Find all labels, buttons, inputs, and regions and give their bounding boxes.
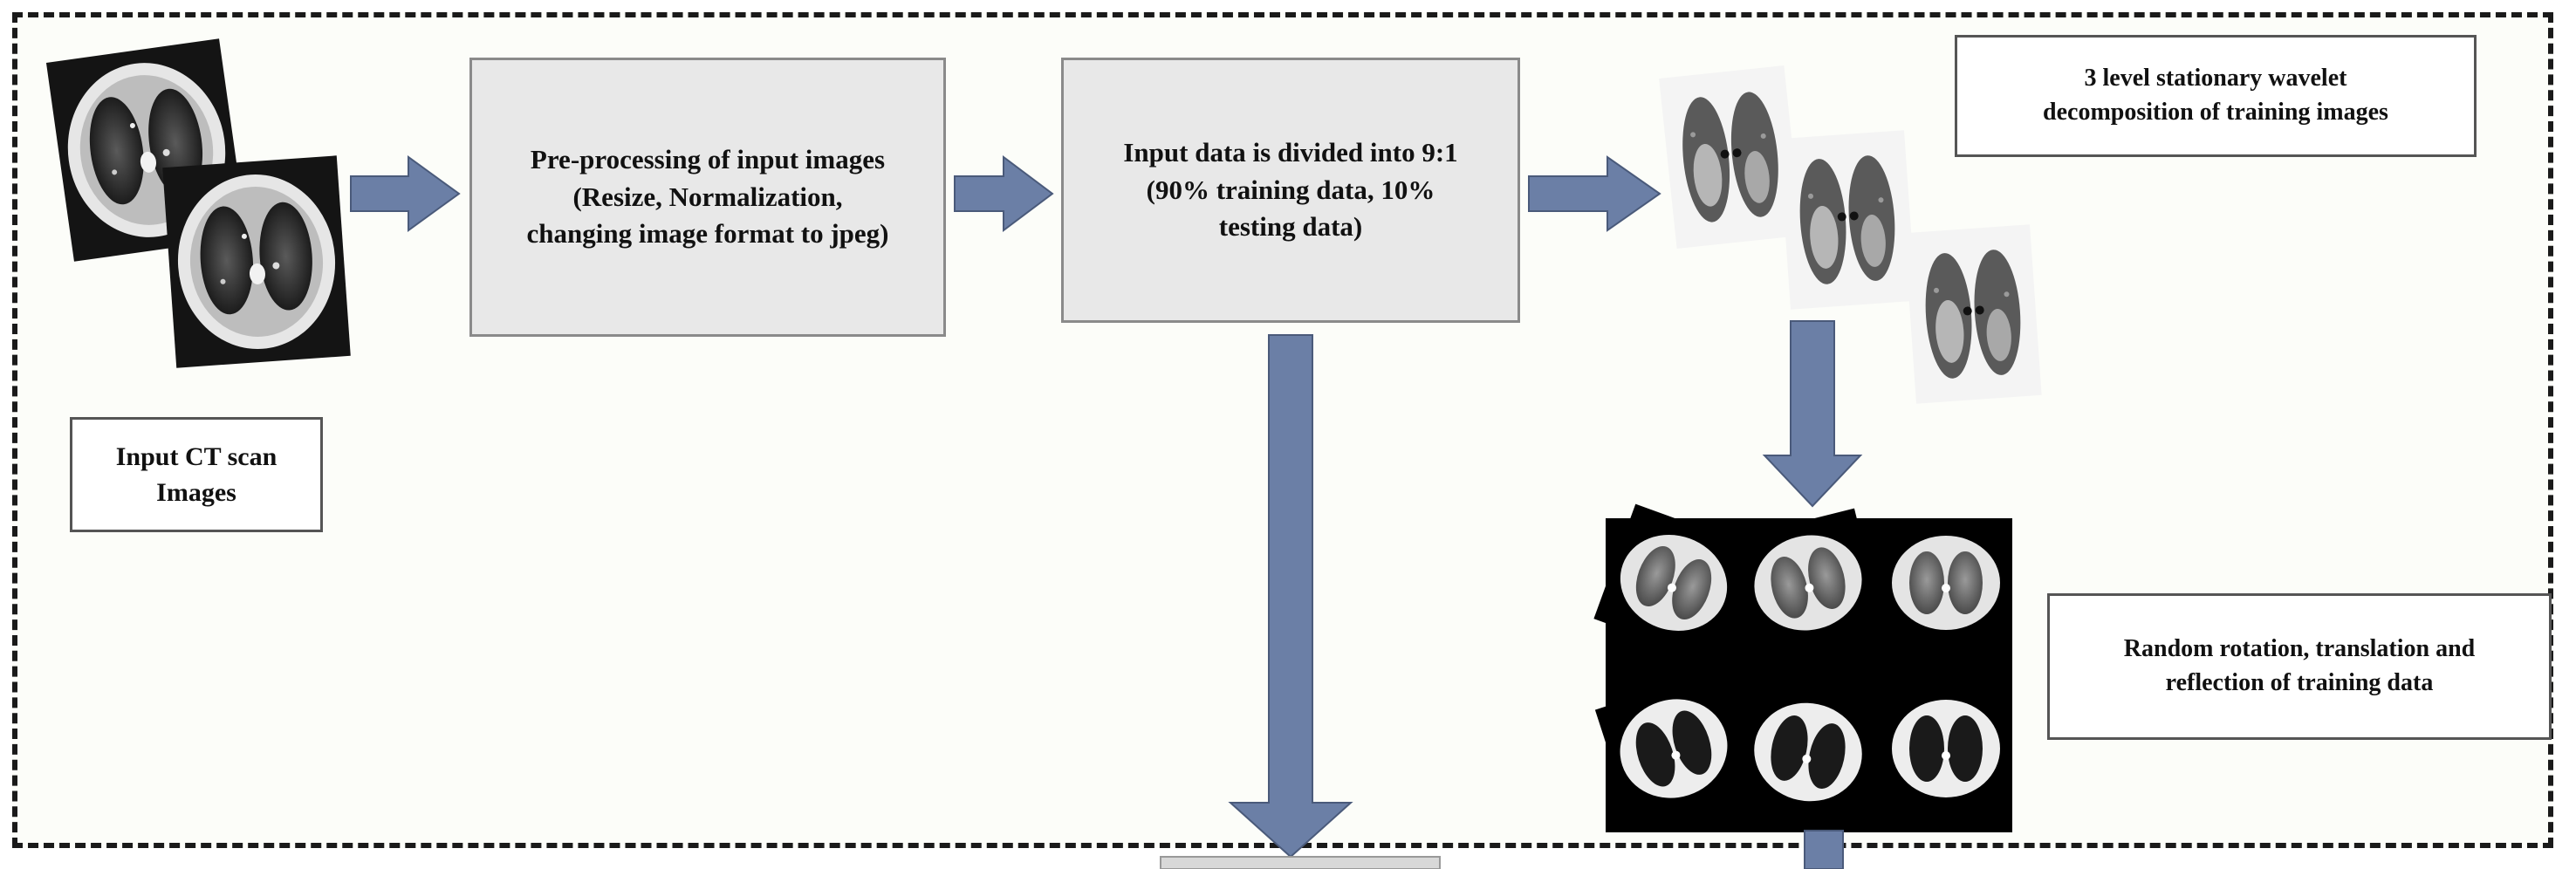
ct-scan-image-2: [162, 155, 351, 368]
data-division-box: Input data is divided into 9:1 (90% trai…: [1061, 58, 1520, 323]
wavelet-image-3: [1904, 224, 2042, 404]
preprocessing-box: Pre-processing of input images (Resize, …: [469, 58, 946, 337]
preprocessing-label: Pre-processing of input images (Resize, …: [526, 143, 889, 250]
augmentation-label-box: Random rotation, translation and reflect…: [2047, 593, 2552, 740]
augmentation-label: Random rotation, translation and reflect…: [2123, 635, 2476, 696]
input-ct-label-box: Input CT scan Images: [70, 417, 323, 532]
augmented-images-grid: [1593, 503, 2012, 832]
arrow-to-preprocessing: [350, 155, 461, 232]
data-division-label: Input data is divided into 9:1 (90% trai…: [1123, 136, 1458, 243]
arrow-wavelet-to-augmentation: [1762, 320, 1863, 508]
arrow-down-testing: [1228, 334, 1353, 859]
arrow-to-wavelet: [1528, 155, 1661, 232]
arrow-continuation-stub: [1804, 830, 1844, 869]
arrow-to-data-division: [954, 155, 1054, 232]
cropped-next-box-edge: [1160, 856, 1441, 869]
wavelet-label-box: 3 level stationary wavelet decomposition…: [1955, 35, 2477, 157]
wavelet-image-2: [1778, 130, 1916, 310]
input-ct-label: Input CT scan Images: [115, 441, 277, 507]
wavelet-label: 3 level stationary wavelet decomposition…: [2043, 65, 2388, 126]
